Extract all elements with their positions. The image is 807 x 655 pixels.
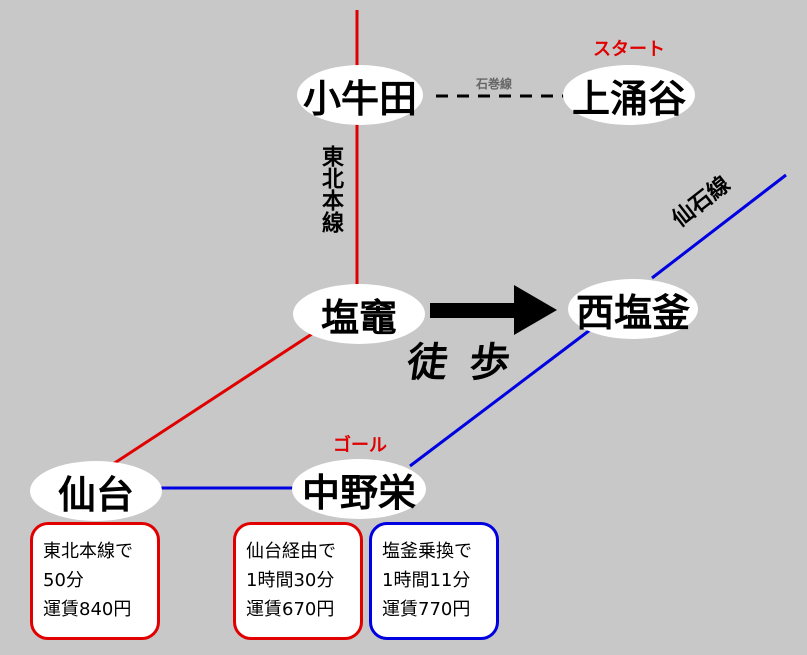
route-card-fare: 運賃840円	[43, 599, 132, 620]
start-label: スタート	[593, 39, 665, 60]
station-kamiwakuya: 上涌谷	[563, 65, 695, 125]
route-card-tohoku: 東北本線で 50分 運賃840円	[30, 522, 160, 640]
route-card-line: 東北本線で	[43, 541, 133, 562]
route-card-fare: 運賃770円	[382, 599, 471, 620]
station-kogota: 小牛田	[297, 65, 423, 125]
station-sendai: 仙台	[30, 461, 162, 521]
station-shiogama: 塩竈	[293, 284, 425, 344]
route-card-fare: 運賃670円	[246, 599, 335, 620]
station-nishishiogama: 西塩釜	[568, 279, 698, 339]
goal-label: ゴール	[333, 435, 387, 456]
route-card-time: 1時間30分	[246, 570, 335, 591]
route-card-via-shiogama: 塩釜乗換で 1時間11分 運賃770円	[369, 522, 499, 640]
tohoku-line-label: 東北本線	[318, 145, 343, 233]
route-card-line: 塩釜乗換で	[382, 541, 472, 562]
route-card-time: 1時間11分	[382, 570, 471, 591]
walk-label: 徒歩	[404, 339, 535, 386]
route-card-via-sendai: 仙台経由で 1時間30分 運賃670円	[233, 522, 363, 640]
tohoku-line-southwest	[109, 328, 319, 468]
route-card-line: 仙台経由で	[246, 541, 336, 562]
senseki-line-middle	[409, 328, 591, 468]
senseki-line-northeast	[651, 173, 787, 280]
route-card-time: 50分	[43, 570, 84, 591]
ishinomaki-line-label: 石巻線	[476, 77, 513, 91]
station-nakanosakae: 中野栄	[292, 459, 426, 519]
walk-arrow-icon	[430, 285, 557, 335]
